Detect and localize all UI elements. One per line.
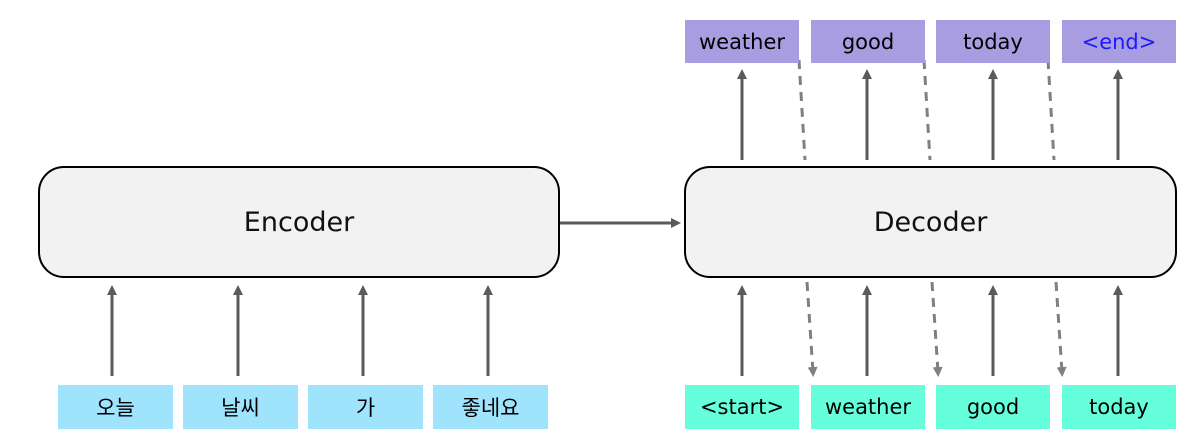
decoder-label: Decoder bbox=[873, 206, 988, 238]
decoder-output-token: today bbox=[936, 20, 1050, 63]
encoder-input-token-text: 가 bbox=[355, 396, 376, 420]
decoder-input-token-text: good bbox=[966, 395, 1020, 419]
encoder-input-token-text: 좋네요 bbox=[461, 396, 520, 420]
end-token-text: <end> bbox=[1081, 29, 1157, 54]
decoder-input-token: weather bbox=[811, 385, 925, 429]
decoder-input-token: today bbox=[1062, 385, 1176, 429]
encoder-label: Encoder bbox=[243, 206, 355, 238]
encoder-box: Encoder bbox=[38, 166, 560, 278]
decoder-box: Decoder bbox=[684, 166, 1177, 278]
encoder-input-arrows bbox=[107, 285, 493, 376]
encoder-input-token: 날씨 bbox=[183, 385, 298, 429]
decoder-output-token-text: good bbox=[841, 29, 895, 54]
feedback-dashed-line-top bbox=[922, 59, 932, 161]
feedback-dashed-arrows bbox=[797, 59, 1067, 377]
feedback-dashed-line-top bbox=[797, 59, 807, 161]
feedback-dashed-line-top bbox=[1046, 59, 1056, 161]
decoder-output-arrows bbox=[737, 69, 1123, 160]
encoder-input-token: 가 bbox=[308, 385, 423, 429]
encoder-input-token: 오늘 bbox=[58, 385, 173, 429]
decoder-output-token-text: weather bbox=[698, 29, 786, 54]
encoder-input-token-text: 날씨 bbox=[221, 396, 260, 420]
encoder-input-token: 좋네요 bbox=[433, 385, 548, 429]
decoder-input-token-text: today bbox=[1089, 395, 1149, 419]
decoder-output-token-text: today bbox=[963, 29, 1023, 54]
decoder-output-token: weather bbox=[685, 20, 799, 63]
decoder-input-token: <start> bbox=[685, 385, 799, 429]
decoder-input-token: good bbox=[936, 385, 1050, 429]
decoder-input-arrows bbox=[737, 285, 1123, 376]
decoder-output-token-end: <end> bbox=[1062, 20, 1176, 63]
feedback-dashed-arrow-bottom bbox=[1054, 281, 1067, 377]
feedback-dashed-arrow-bottom bbox=[805, 281, 818, 377]
decoder-input-token-text: weather bbox=[824, 395, 912, 419]
encoder-input-token-text: 오늘 bbox=[96, 396, 135, 420]
decoder-input-token-text: <start> bbox=[699, 395, 785, 419]
decoder-output-token: good bbox=[811, 20, 925, 63]
feedback-dashed-arrow-bottom bbox=[930, 281, 943, 377]
